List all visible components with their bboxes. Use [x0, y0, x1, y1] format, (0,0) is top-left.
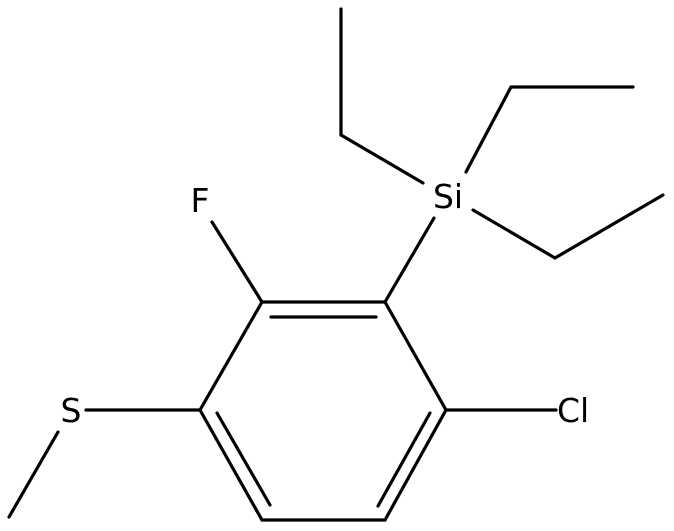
fluorine-label: F — [191, 181, 210, 220]
bond-ethyl3-ch3 — [553, 193, 665, 260]
ring-bond-c6-c5-inner — [376, 411, 432, 508]
triethylsilyl-group — [339, 7, 665, 260]
ring-bond-c6-c5 — [383, 408, 448, 522]
ring-bond-c4-c3-inner — [215, 411, 272, 507]
ring-bond-c3-c2 — [198, 300, 264, 412]
bond-c1-silicon — [383, 216, 436, 304]
sulfur-label: S — [61, 391, 82, 430]
bond-c2-fluorine — [210, 220, 264, 304]
bond-si-ethyl3-ch2 — [471, 208, 557, 260]
ring-bond-c1-c6 — [383, 300, 448, 412]
bond-si-ethyl1-ch2 — [339, 133, 425, 185]
benzene-ring — [198, 300, 448, 522]
ring-bond-c4-c3 — [198, 408, 264, 522]
silicon-label: Si — [433, 177, 463, 216]
bond-si-ethyl2-ch2 — [464, 85, 513, 174]
bond-sulfur-methyl — [7, 430, 60, 519]
chlorine-label: Cl — [557, 391, 589, 430]
